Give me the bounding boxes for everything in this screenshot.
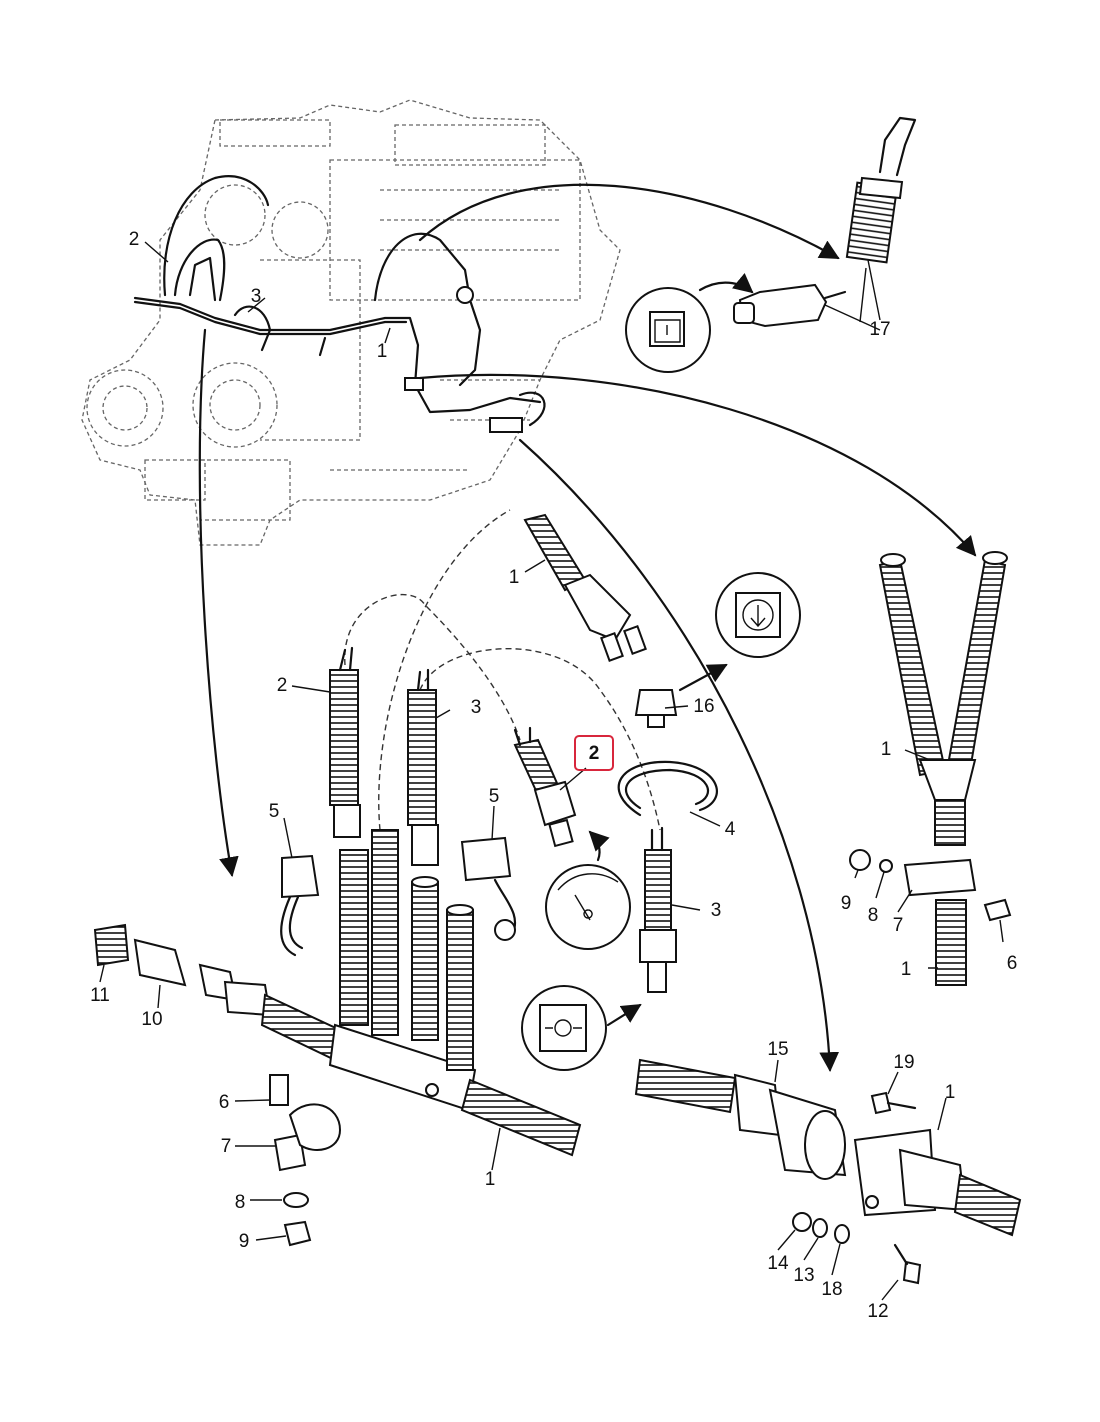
label-part-10: 10 [141, 1009, 163, 1030]
clip-part-4 [617, 760, 718, 817]
label-part-6-right: 6 [1006, 953, 1018, 974]
label-part-1-mid: 1 [508, 567, 520, 588]
label-part-7-left: 7 [220, 1136, 232, 1157]
label-part-8-right: 8 [867, 905, 879, 926]
label-part-2-top: 2 [128, 229, 140, 250]
label-part-14: 14 [767, 1253, 789, 1274]
label-part-3-top: 3 [250, 286, 262, 307]
round-connector-15 [634, 1058, 847, 1180]
fasteners-bottom-right [792, 1091, 922, 1285]
symbol-gauge [545, 864, 631, 950]
clip-part-5-left [280, 854, 320, 957]
label-part-1-connector: 1 [944, 1082, 956, 1103]
label-part-16: 16 [693, 696, 715, 717]
symbol-temperature [715, 572, 801, 658]
panel-connector-1 [853, 1128, 1022, 1237]
symbol-oil-level [625, 287, 711, 373]
label-part-5-left: 5 [268, 801, 280, 822]
label-part-11: 11 [90, 985, 110, 1006]
label-part-5-right: 5 [488, 786, 500, 807]
label-part-3-mid: 3 [470, 697, 482, 718]
label-part-1-lower-right: 1 [900, 959, 912, 980]
label-part-3-right: 3 [710, 900, 722, 921]
label-part-1-top: 1 [376, 341, 388, 362]
harness-branch-2 [329, 646, 361, 838]
engine-wiring-harness [133, 175, 546, 433]
symbol-oil-pressure [521, 985, 607, 1071]
connector-plug-1 [523, 513, 647, 662]
label-part-19: 19 [893, 1052, 915, 1073]
sender-part-17 [733, 116, 917, 331]
leader-lines [99, 241, 1004, 1301]
label-part-1-yfork: 1 [880, 739, 892, 760]
label-part-17: 17 [869, 319, 891, 340]
sensor-part-3 [639, 826, 677, 993]
harness-linkage-curves [344, 509, 661, 831]
label-part-7-right: 7 [892, 915, 904, 936]
label-part-12: 12 [867, 1301, 889, 1322]
label-part-2-mid: 2 [276, 675, 288, 696]
highlight-box [574, 735, 614, 771]
label-part-2-highlighted: 2 [588, 743, 600, 764]
label-part-1-bottom: 1 [484, 1169, 496, 1190]
label-part-15: 15 [767, 1039, 789, 1060]
main-harness-trunk [93, 829, 582, 1157]
label-part-18: 18 [821, 1279, 843, 1300]
y-fork-harness [849, 551, 1012, 986]
clip-part-5-right [460, 836, 517, 941]
label-part-4: 4 [724, 819, 736, 840]
switch-part-16 [634, 689, 678, 728]
engine-outline [81, 99, 621, 546]
clamp-hardware-left [269, 1074, 342, 1247]
label-part-8-left: 8 [234, 1192, 246, 1213]
label-part-13: 13 [793, 1265, 815, 1286]
sender-part-2 [513, 726, 577, 848]
label-part-9-left: 9 [238, 1231, 250, 1252]
callout-arrows [198, 183, 977, 1072]
label-part-9-right: 9 [840, 893, 852, 914]
label-part-6-left: 6 [218, 1092, 230, 1113]
harness-branch-3 [407, 668, 439, 866]
